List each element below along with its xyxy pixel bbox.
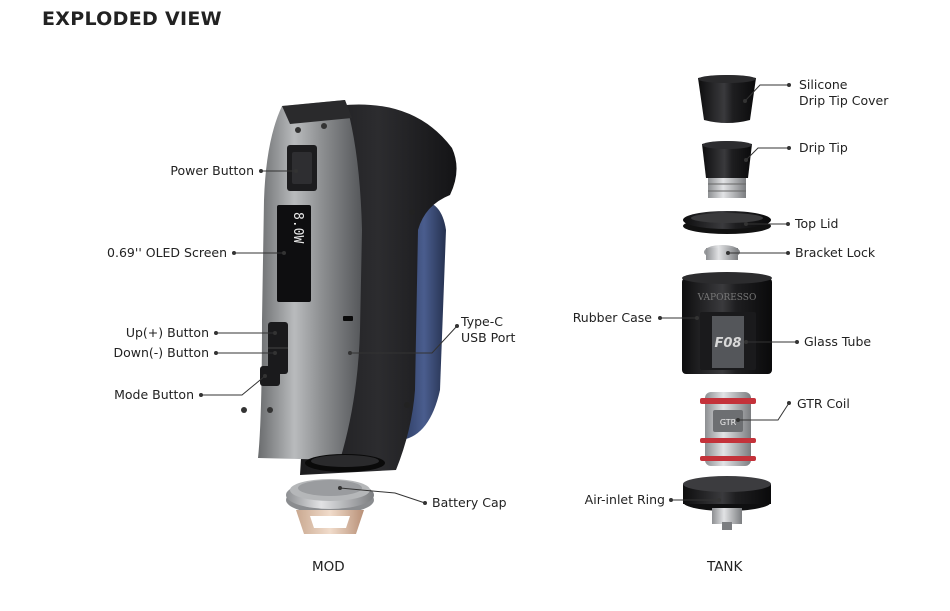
label-silicone-cover: Silicone Drip Tip Cover: [799, 77, 888, 109]
label-rubber-case: Rubber Case: [573, 310, 652, 326]
label-gtr-coil: GTR Coil: [797, 396, 850, 412]
mod-device: 8.0W: [241, 100, 457, 475]
battery-cap: [286, 479, 374, 534]
svg-text:8.0W: 8.0W: [290, 212, 305, 243]
label-power-button: Power Button: [170, 163, 254, 179]
label-battery-cap: Battery Cap: [432, 495, 507, 511]
label-oled-screen: 0.69'' OLED Screen: [107, 245, 227, 261]
label-type-c-line1: Type-C: [461, 314, 515, 330]
label-type-c-port: Type-C USB Port: [461, 314, 515, 346]
section-tank: TANK: [707, 559, 742, 575]
label-top-lid: Top Lid: [795, 216, 838, 232]
label-drip-tip: Drip Tip: [799, 140, 848, 156]
section-mod: MOD: [312, 559, 345, 575]
tank-device: F08 VAPORESSO GTR: [682, 75, 772, 530]
label-mode-button: Mode Button: [114, 387, 194, 403]
svg-text:VAPORESSO: VAPORESSO: [697, 293, 757, 303]
svg-text:F08: F08: [715, 336, 742, 351]
label-up-button: Up(+) Button: [126, 325, 209, 341]
label-silicone-line1: Silicone: [799, 77, 888, 93]
label-down-button: Down(-) Button: [113, 345, 209, 361]
label-type-c-line2: USB Port: [461, 330, 515, 346]
label-air-inlet-ring: Air-inlet Ring: [585, 492, 665, 508]
label-glass-tube: Glass Tube: [804, 334, 871, 350]
svg-text:GTR: GTR: [720, 418, 737, 427]
label-bracket-lock: Bracket Lock: [795, 245, 875, 261]
label-silicone-line2: Drip Tip Cover: [799, 93, 888, 109]
